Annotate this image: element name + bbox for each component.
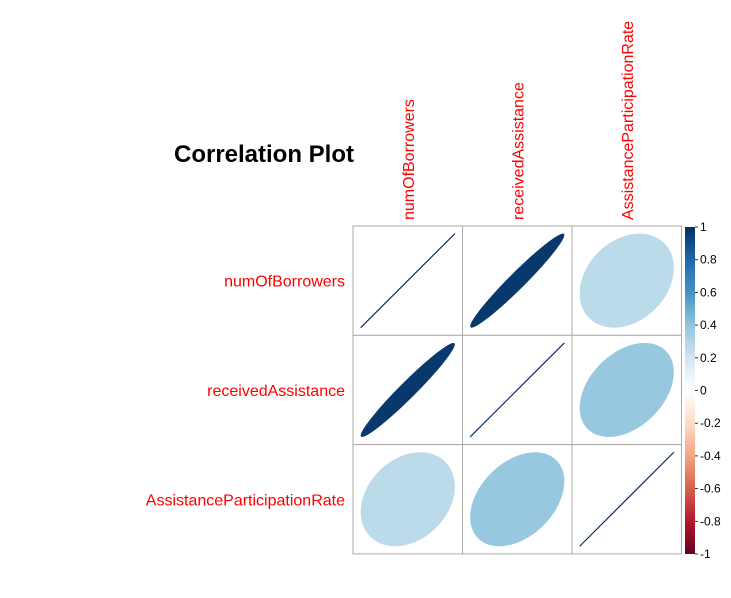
- ellipse-1-2: [579, 342, 674, 437]
- ellipse-2-1: [470, 452, 565, 547]
- colorbar: 1 0.8 0.6 0.4 0.2 0 -0.2 -0.4 -0.6 -0.8 -1: [685, 220, 721, 561]
- column-label: numOfBorrowers: [401, 99, 418, 220]
- colorbar-gradient: [685, 227, 695, 554]
- ellipse-1-1: [469, 342, 565, 438]
- colorbar-tick-label: -1: [700, 547, 711, 561]
- ellipse-0-1: [470, 233, 565, 328]
- row-label: numOfBorrowers: [224, 274, 345, 291]
- colorbar-tick-label: 0.6: [700, 285, 717, 299]
- colorbar-tick-label: 0.8: [700, 253, 717, 267]
- ellipse-0-0: [360, 233, 456, 329]
- column-label: AssistanceParticipationRate: [620, 21, 637, 220]
- correlation-cells: [352, 225, 682, 555]
- ellipse-2-0: [360, 452, 455, 547]
- ellipse-0-2: [579, 233, 674, 328]
- colorbar-tick-label: -0.2: [700, 416, 721, 430]
- ellipse-1-0: [360, 342, 455, 437]
- colorbar-tick-label: 0: [700, 384, 707, 398]
- colorbar-tick-label: 0.4: [700, 318, 717, 332]
- ellipse-2-2: [579, 451, 675, 547]
- chart-title: Correlation Plot: [174, 141, 354, 168]
- row-label: receivedAssistance: [207, 383, 345, 400]
- colorbar-tick-label: -0.8: [700, 514, 721, 528]
- column-labels: numOfBorrowers receivedAssistance Assistan…: [401, 21, 637, 220]
- column-label: receivedAssistance: [510, 82, 527, 220]
- colorbar-tick-label: -0.6: [700, 482, 721, 496]
- colorbar-tick-label: 1: [700, 220, 707, 234]
- colorbar-tick-label: 0.2: [700, 351, 717, 365]
- colorbar-tick-label: -0.4: [700, 449, 721, 463]
- row-labels: numOfBorrowers receivedAssistanceAssistan…: [146, 274, 345, 510]
- row-label: AssistanceParticipationRate: [146, 492, 345, 509]
